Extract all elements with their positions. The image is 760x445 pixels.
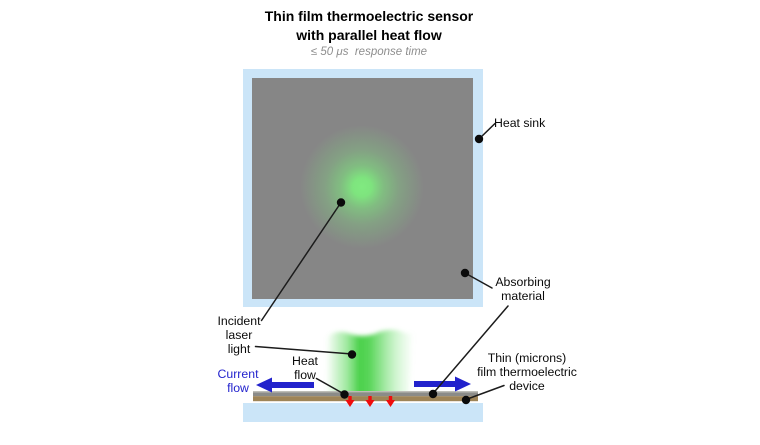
label-line: device (509, 379, 545, 393)
incident-laser-pointer-line-side (254, 345, 353, 355)
label-absorbing-material: Absorbing material (478, 275, 568, 303)
heat-arrow-icon (385, 396, 396, 407)
label-line: flow (294, 368, 316, 382)
label-line: flow (227, 381, 249, 395)
pointer-dot-absorber-top (460, 268, 470, 278)
label-current-flow: Current flow (193, 367, 283, 395)
label-line: Current (217, 367, 259, 381)
label-heat-sink: Heat sink (494, 116, 564, 130)
absorbing-material-pointer-line-top (464, 272, 493, 289)
heat-arrow-icon (345, 396, 355, 407)
laser-beam (326, 329, 414, 396)
response-time-subtitle: ≤ 50 μs response time (310, 46, 428, 58)
pointer-dot-beam (347, 350, 357, 359)
label-line: Heat sink (494, 116, 546, 130)
label-line: laser (225, 328, 253, 342)
title-line-1: Thin film thermoelectric sensor (264, 8, 474, 24)
label-line: Thin (microns) (487, 351, 567, 365)
heat-arrow-icon (365, 396, 375, 407)
pointer-dot-heat-flow (340, 390, 349, 399)
film-top-highlight (253, 391, 478, 393)
label-line: Heat (292, 354, 318, 368)
label-te-device: Thin (microns) film thermoelectric devic… (457, 351, 597, 393)
incident-laser-pointer-line-top (260, 201, 342, 322)
title-line-2: with parallel heat flow (296, 27, 442, 43)
label-line: Incident (217, 314, 261, 328)
label-line: light (227, 342, 251, 356)
pointer-dot-heat-sink (474, 134, 484, 144)
absorbing-material-pointer-line-side (432, 305, 509, 395)
heat-flow-pointer-line (315, 377, 345, 395)
label-line: material (501, 289, 545, 303)
film-absorber-layer (253, 392, 478, 397)
label-incident-laser-light: Incident laser light (194, 314, 284, 356)
pointer-dot-te-device (461, 395, 471, 405)
diagram-title: Thin film thermoelectric sensor with par… (149, 7, 589, 60)
film-thermoelectric-layer (253, 396, 478, 402)
heat-sink-base (243, 403, 483, 422)
laser-spot-glow (300, 125, 424, 249)
current-arrow-right-icon (414, 376, 471, 392)
label-line: Absorbing (495, 275, 551, 289)
label-line: film thermoelectric (477, 365, 577, 379)
pointer-dot-absorber-side (428, 389, 438, 399)
label-heat-flow: Heat flow (270, 354, 340, 382)
te-device-pointer-line (465, 384, 505, 401)
pointer-dot-laser-spot (336, 198, 346, 207)
current-arrow-left-icon (256, 377, 314, 393)
